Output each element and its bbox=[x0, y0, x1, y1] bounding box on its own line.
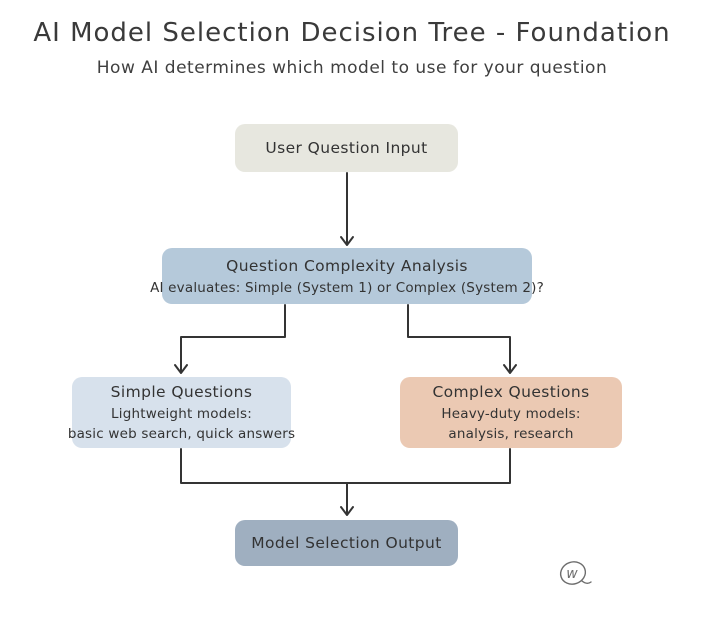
node-simple-questions-detail-1: Lightweight models: bbox=[111, 406, 252, 422]
node-simple-questions-detail-2: basic web search, quick answers bbox=[67, 426, 296, 442]
node-user-question-input: User Question Input bbox=[235, 124, 458, 172]
node-user-question-input-label: User Question Input bbox=[265, 138, 428, 157]
watermark-logo-icon: w bbox=[559, 561, 592, 585]
arrow-input-to-analysis bbox=[340, 172, 354, 246]
arrow-analysis-to-complex bbox=[407, 304, 517, 374]
arrow-analysis-to-simple bbox=[174, 304, 286, 374]
node-complexity-analysis: Question Complexity Analysis AI evaluate… bbox=[150, 248, 544, 304]
node-complex-questions-detail-1: Heavy-duty models: bbox=[441, 406, 581, 422]
page-title: AI Model Selection Decision Tree - Found… bbox=[33, 18, 671, 48]
node-complex-questions: Complex Questions Heavy-duty models: ana… bbox=[400, 377, 622, 448]
watermark-tail-icon bbox=[581, 580, 592, 584]
arrow-merge-to-output bbox=[180, 448, 511, 516]
node-simple-questions: Simple Questions Lightweight models: bas… bbox=[68, 377, 295, 448]
page-subtitle: How AI determines which model to use for… bbox=[96, 58, 608, 78]
node-complexity-analysis-detail: AI evaluates: Simple (System 1) or Compl… bbox=[150, 279, 544, 296]
node-simple-questions-label: Simple Questions bbox=[110, 383, 253, 401]
watermark-circle-icon bbox=[559, 561, 587, 585]
node-model-selection-output: Model Selection Output bbox=[235, 520, 458, 566]
node-complexity-analysis-label: Question Complexity Analysis bbox=[226, 256, 468, 275]
watermark-letter: w bbox=[566, 566, 578, 582]
node-complex-questions-detail-2: analysis, research bbox=[448, 426, 574, 442]
node-complex-questions-label: Complex Questions bbox=[432, 383, 590, 401]
node-model-selection-output-label: Model Selection Output bbox=[251, 533, 442, 552]
